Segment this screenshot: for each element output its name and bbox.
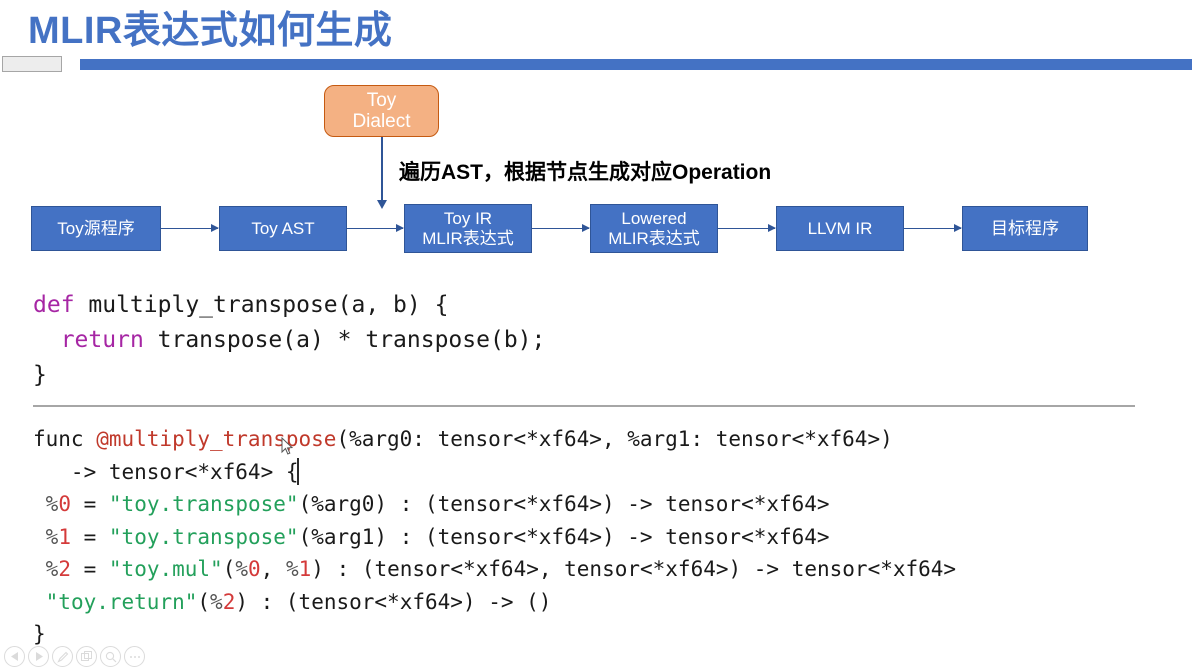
text-caret xyxy=(297,458,299,485)
magnifier-icon[interactable] xyxy=(100,646,121,667)
diagram-annotation-text: 遍历AST，根据节点生成对应Operation xyxy=(399,161,772,184)
code-token: = xyxy=(70,524,109,549)
code-token: ) : (tensor<*xf64>) -> () xyxy=(235,589,552,614)
code-line: %2 = "toy.mul"(%0, %1) : (tensor<*xf64>,… xyxy=(33,553,956,586)
code-token: return xyxy=(60,327,158,353)
code-token: (%arg0) : (tensor<*xf64>) -> tensor<*xf6… xyxy=(298,492,830,516)
pipeline-diagram: Toy Dialect 遍历AST，根据节点生成对应Operation Toy源… xyxy=(0,0,1192,280)
page-title: MLIR表达式如何生成 xyxy=(28,10,393,52)
code-token: % xyxy=(235,557,249,581)
code-line: -> tensor<*xf64> { xyxy=(33,456,956,489)
triangle-left-icon[interactable] xyxy=(4,646,25,667)
code-token: % xyxy=(45,492,59,516)
pen-icon[interactable] xyxy=(52,646,73,667)
code-line: def multiply_transpose(a, b) { xyxy=(33,288,545,323)
code-token: -> tensor<*xf64> { xyxy=(33,459,299,484)
code-line: return transpose(a) * transpose(b); xyxy=(33,323,546,358)
code-token: "toy.return" xyxy=(45,589,198,614)
code-token: ) : (tensor<*xf64>, tensor<*xf64>) -> te… xyxy=(311,557,957,581)
code-token: "toy.mul" xyxy=(108,557,223,581)
code-token: % xyxy=(285,557,299,581)
code-token: 1 xyxy=(58,524,71,549)
diagram-node-toy-source[interactable]: Toy源程序 xyxy=(31,206,161,251)
arrow-ast-to-toy-ir xyxy=(347,224,404,232)
code-token: , xyxy=(260,557,286,581)
code-token: (%arg1) : (tensor<*xf64>) -> tensor<*xf6… xyxy=(298,524,830,549)
diagram-node-target-program[interactable]: 目标程序 xyxy=(962,206,1088,251)
code-token: transpose(a) * transpose(b); xyxy=(157,327,546,353)
code-line: "toy.return"(%2) : (tensor<*xf64>) -> () xyxy=(33,586,956,619)
code-sections-divider xyxy=(33,405,1135,407)
code-token: } xyxy=(33,622,46,646)
diagram-node-toy-ast[interactable]: Toy AST xyxy=(219,206,347,251)
mlir-code-block: func @multiply_transpose(%arg0: tensor<*… xyxy=(33,423,956,651)
code-token: func xyxy=(33,427,97,451)
code-token: multiply_transpose(a, b) { xyxy=(88,292,449,318)
diagram-node-lowered-mlir[interactable]: Lowered MLIR表达式 xyxy=(590,204,718,253)
presentation-toolbar[interactable] xyxy=(4,646,145,667)
code-token: "toy.transpose" xyxy=(108,492,299,516)
code-line: } xyxy=(33,618,956,651)
code-token: ( xyxy=(197,589,211,614)
toy-source-code-block: def multiply_transpose(a, b) { return tr… xyxy=(33,288,545,393)
code-line: %0 = "toy.transpose"(%arg0) : (tensor<*x… xyxy=(33,488,956,521)
code-token xyxy=(33,327,61,353)
arrow-source-to-ast xyxy=(161,224,219,232)
title-accent-bar xyxy=(80,59,1192,70)
ellipsis-icon[interactable] xyxy=(124,646,145,667)
code-token: } xyxy=(33,362,47,388)
title-placeholder-box[interactable] xyxy=(2,56,62,72)
code-token: 0 xyxy=(248,557,261,581)
code-token: 1 xyxy=(298,557,312,581)
code-token: 2 xyxy=(58,557,71,581)
code-token xyxy=(33,557,46,581)
slides-grid-icon[interactable] xyxy=(76,646,97,667)
code-line: } xyxy=(33,358,545,393)
code-token: (%arg0: tensor<*xf64>, %arg1: tensor<*xf… xyxy=(336,427,893,451)
code-token: def xyxy=(33,292,89,318)
code-token: % xyxy=(210,589,223,614)
code-token: 0 xyxy=(58,492,71,516)
diagram-node-toy-ir[interactable]: Toy IR MLIR表达式 xyxy=(404,204,532,253)
code-token xyxy=(33,590,46,614)
arrow-down-dialect-to-toy-ir xyxy=(377,137,386,209)
code-token: % xyxy=(45,557,59,581)
arrow-llvm-ir-to-target xyxy=(904,224,962,232)
arrow-toy-ir-to-lowered xyxy=(532,224,590,232)
code-token: = xyxy=(70,492,109,516)
code-token xyxy=(33,525,46,549)
code-line: func @multiply_transpose(%arg0: tensor<*… xyxy=(33,423,956,456)
diagram-node-toy-dialect[interactable]: Toy Dialect xyxy=(324,85,439,137)
code-token xyxy=(33,492,46,516)
triangle-right-icon[interactable] xyxy=(28,646,49,667)
code-token: "toy.transpose" xyxy=(108,524,299,549)
arrow-lowered-to-llvm-ir xyxy=(718,224,776,232)
code-token: % xyxy=(45,524,59,549)
code-line: %1 = "toy.transpose"(%arg1) : (tensor<*x… xyxy=(33,521,956,554)
code-token: = xyxy=(70,557,109,581)
diagram-node-llvm-ir[interactable]: LLVM IR xyxy=(776,206,904,251)
code-token: 2 xyxy=(222,589,236,614)
code-token: @multiply_transpose xyxy=(96,427,337,451)
code-token: ( xyxy=(222,557,236,581)
